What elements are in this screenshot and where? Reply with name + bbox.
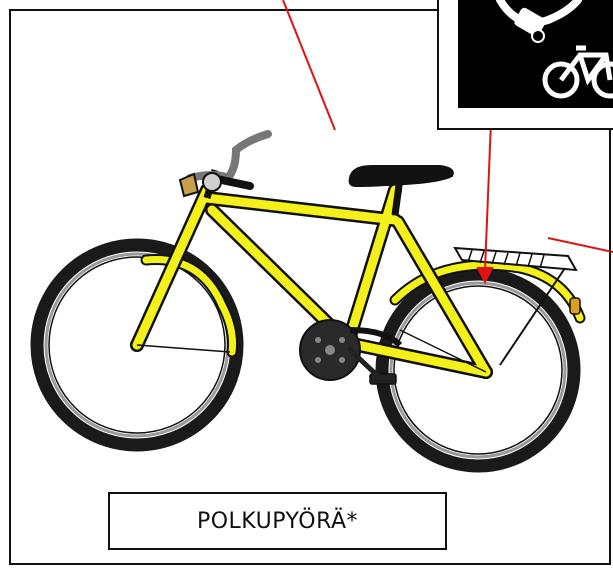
bicycle-lock-icon xyxy=(458,0,613,108)
rear-reflector xyxy=(570,298,580,314)
inset-panel xyxy=(437,0,613,130)
inset-symbol-background xyxy=(458,0,613,108)
caption-box: POLKUPYÖRÄ* xyxy=(108,492,447,550)
saddle xyxy=(350,166,453,186)
bell xyxy=(203,173,221,191)
handlebar xyxy=(190,134,268,178)
caption-label: POLKUPYÖRÄ* xyxy=(197,509,358,534)
front-lamp xyxy=(180,174,198,196)
